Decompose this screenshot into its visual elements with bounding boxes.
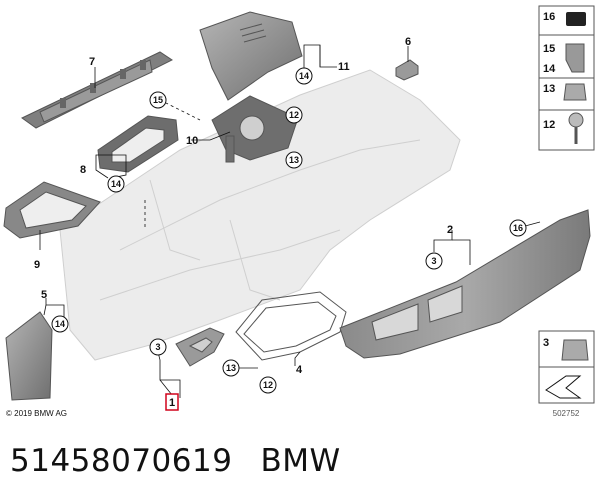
part-number: 51458070619 bbox=[10, 443, 233, 479]
callout-14-side[interactable]: 14 bbox=[51, 315, 69, 333]
part-10-bracket[interactable] bbox=[211, 95, 299, 163]
svg-text:3: 3 bbox=[155, 342, 160, 352]
svg-text:1: 1 bbox=[169, 397, 175, 409]
speed-nut-icon bbox=[561, 339, 589, 361]
label-2: 2 bbox=[447, 224, 453, 236]
svg-text:3: 3 bbox=[431, 256, 436, 266]
copyright-text: © 2019 BMW AG bbox=[6, 409, 67, 418]
legend-16: 16 bbox=[543, 11, 555, 23]
part-6-clip[interactable] bbox=[395, 59, 419, 81]
nut-legend: 3 bbox=[538, 330, 595, 404]
leader-lines bbox=[39, 44, 541, 398]
footer: 51458070619 BMW bbox=[10, 443, 590, 493]
callout-13-top[interactable]: 13 bbox=[285, 151, 303, 169]
label-10: 10 bbox=[186, 135, 198, 147]
svg-text:15: 15 bbox=[153, 95, 163, 105]
callout-12-bottom[interactable]: 12 bbox=[259, 376, 277, 394]
callout-14-frame[interactable]: 14 bbox=[107, 175, 125, 193]
legend-13: 13 bbox=[543, 83, 555, 95]
svg-text:16: 16 bbox=[513, 223, 523, 233]
svg-text:13: 13 bbox=[289, 155, 299, 165]
legend-14: 14 bbox=[543, 63, 556, 75]
label-6: 6 bbox=[405, 36, 411, 48]
callout-14-top[interactable]: 14 bbox=[295, 67, 313, 85]
svg-text:13: 13 bbox=[226, 363, 236, 373]
part-5-side-panel[interactable] bbox=[5, 311, 53, 401]
screw-icon bbox=[568, 112, 584, 128]
dashboard-carrier bbox=[59, 69, 461, 361]
clip-nut-icon bbox=[565, 43, 585, 73]
part-number-labels: 7 11 6 10 8 9 5 2 4 bbox=[34, 36, 453, 376]
label-11: 11 bbox=[338, 61, 350, 73]
part-1-trim[interactable] bbox=[175, 327, 225, 367]
fastener-legend: 16 15 14 13 12 bbox=[538, 5, 595, 151]
callout-12-top[interactable]: 12 bbox=[285, 106, 303, 124]
svg-text:14: 14 bbox=[111, 179, 121, 189]
label-7: 7 bbox=[89, 56, 95, 68]
label-5: 5 bbox=[41, 289, 47, 301]
svg-text:14: 14 bbox=[299, 71, 309, 81]
part-11-top-cover[interactable] bbox=[199, 11, 303, 101]
svg-text:12: 12 bbox=[263, 380, 273, 390]
label-8: 8 bbox=[80, 164, 86, 176]
callout-13-bottom[interactable]: 13 bbox=[222, 359, 240, 377]
svg-text:14: 14 bbox=[55, 319, 65, 329]
parts-diagram: 7 11 6 10 8 9 5 2 4 15 14 12 13 14 14 3 … bbox=[3, 5, 595, 418]
callout-3-bottom[interactable]: 3 bbox=[149, 338, 167, 356]
diagram-number: 502752 bbox=[553, 409, 580, 418]
label-4: 4 bbox=[296, 364, 303, 376]
callout-16[interactable]: 16 bbox=[509, 219, 527, 237]
label-9: 9 bbox=[34, 259, 40, 271]
part-7-bracket[interactable] bbox=[21, 51, 173, 129]
legend-3: 3 bbox=[543, 337, 549, 349]
callout-15[interactable]: 15 bbox=[149, 91, 167, 109]
svg-text:12: 12 bbox=[289, 110, 299, 120]
part-9-frame[interactable] bbox=[3, 181, 101, 239]
pad-icon bbox=[566, 12, 586, 26]
legend-15: 15 bbox=[543, 43, 555, 55]
brand-name: BMW bbox=[260, 443, 341, 479]
callout-1-highlighted[interactable]: 1 bbox=[165, 393, 179, 411]
part-2-trim-strip[interactable] bbox=[339, 209, 591, 359]
callout-3-trim[interactable]: 3 bbox=[425, 252, 443, 270]
legend-12: 12 bbox=[543, 119, 555, 131]
arrow-icon bbox=[545, 375, 582, 399]
part-8-frame[interactable] bbox=[97, 115, 179, 173]
part-4-cluster-frame[interactable] bbox=[235, 291, 347, 361]
nut-icon bbox=[563, 83, 587, 101]
